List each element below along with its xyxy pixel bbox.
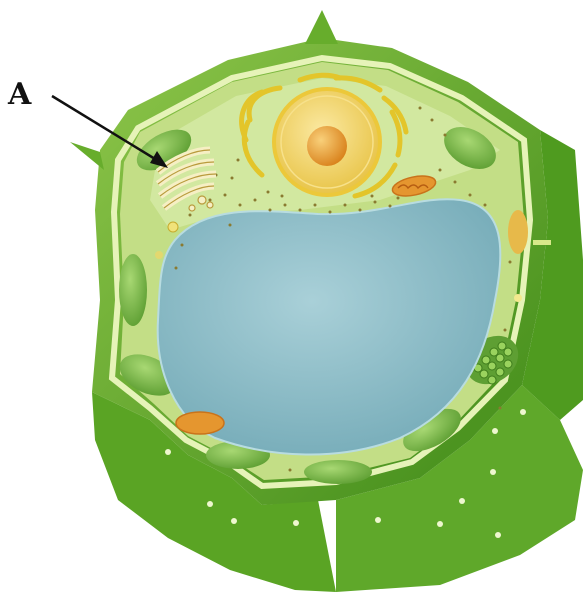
nucleolus xyxy=(307,126,347,166)
vesicle xyxy=(514,294,522,302)
label-a: A xyxy=(7,77,32,112)
chloroplast xyxy=(119,254,147,326)
chloroplast xyxy=(304,460,372,484)
vesicle xyxy=(155,251,163,259)
vesicle xyxy=(508,210,528,254)
vesicle xyxy=(168,222,178,232)
mitochondrion xyxy=(176,412,224,434)
plasmodesma xyxy=(533,240,551,245)
